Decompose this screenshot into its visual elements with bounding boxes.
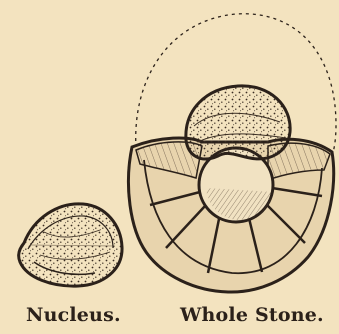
whole-stone-drawing — [128, 14, 336, 292]
nucleus-stone-drawing — [19, 204, 122, 286]
nucleus-caption: Nucleus. — [26, 306, 121, 325]
whole-stone-caption: Whole Stone. — [180, 306, 324, 325]
